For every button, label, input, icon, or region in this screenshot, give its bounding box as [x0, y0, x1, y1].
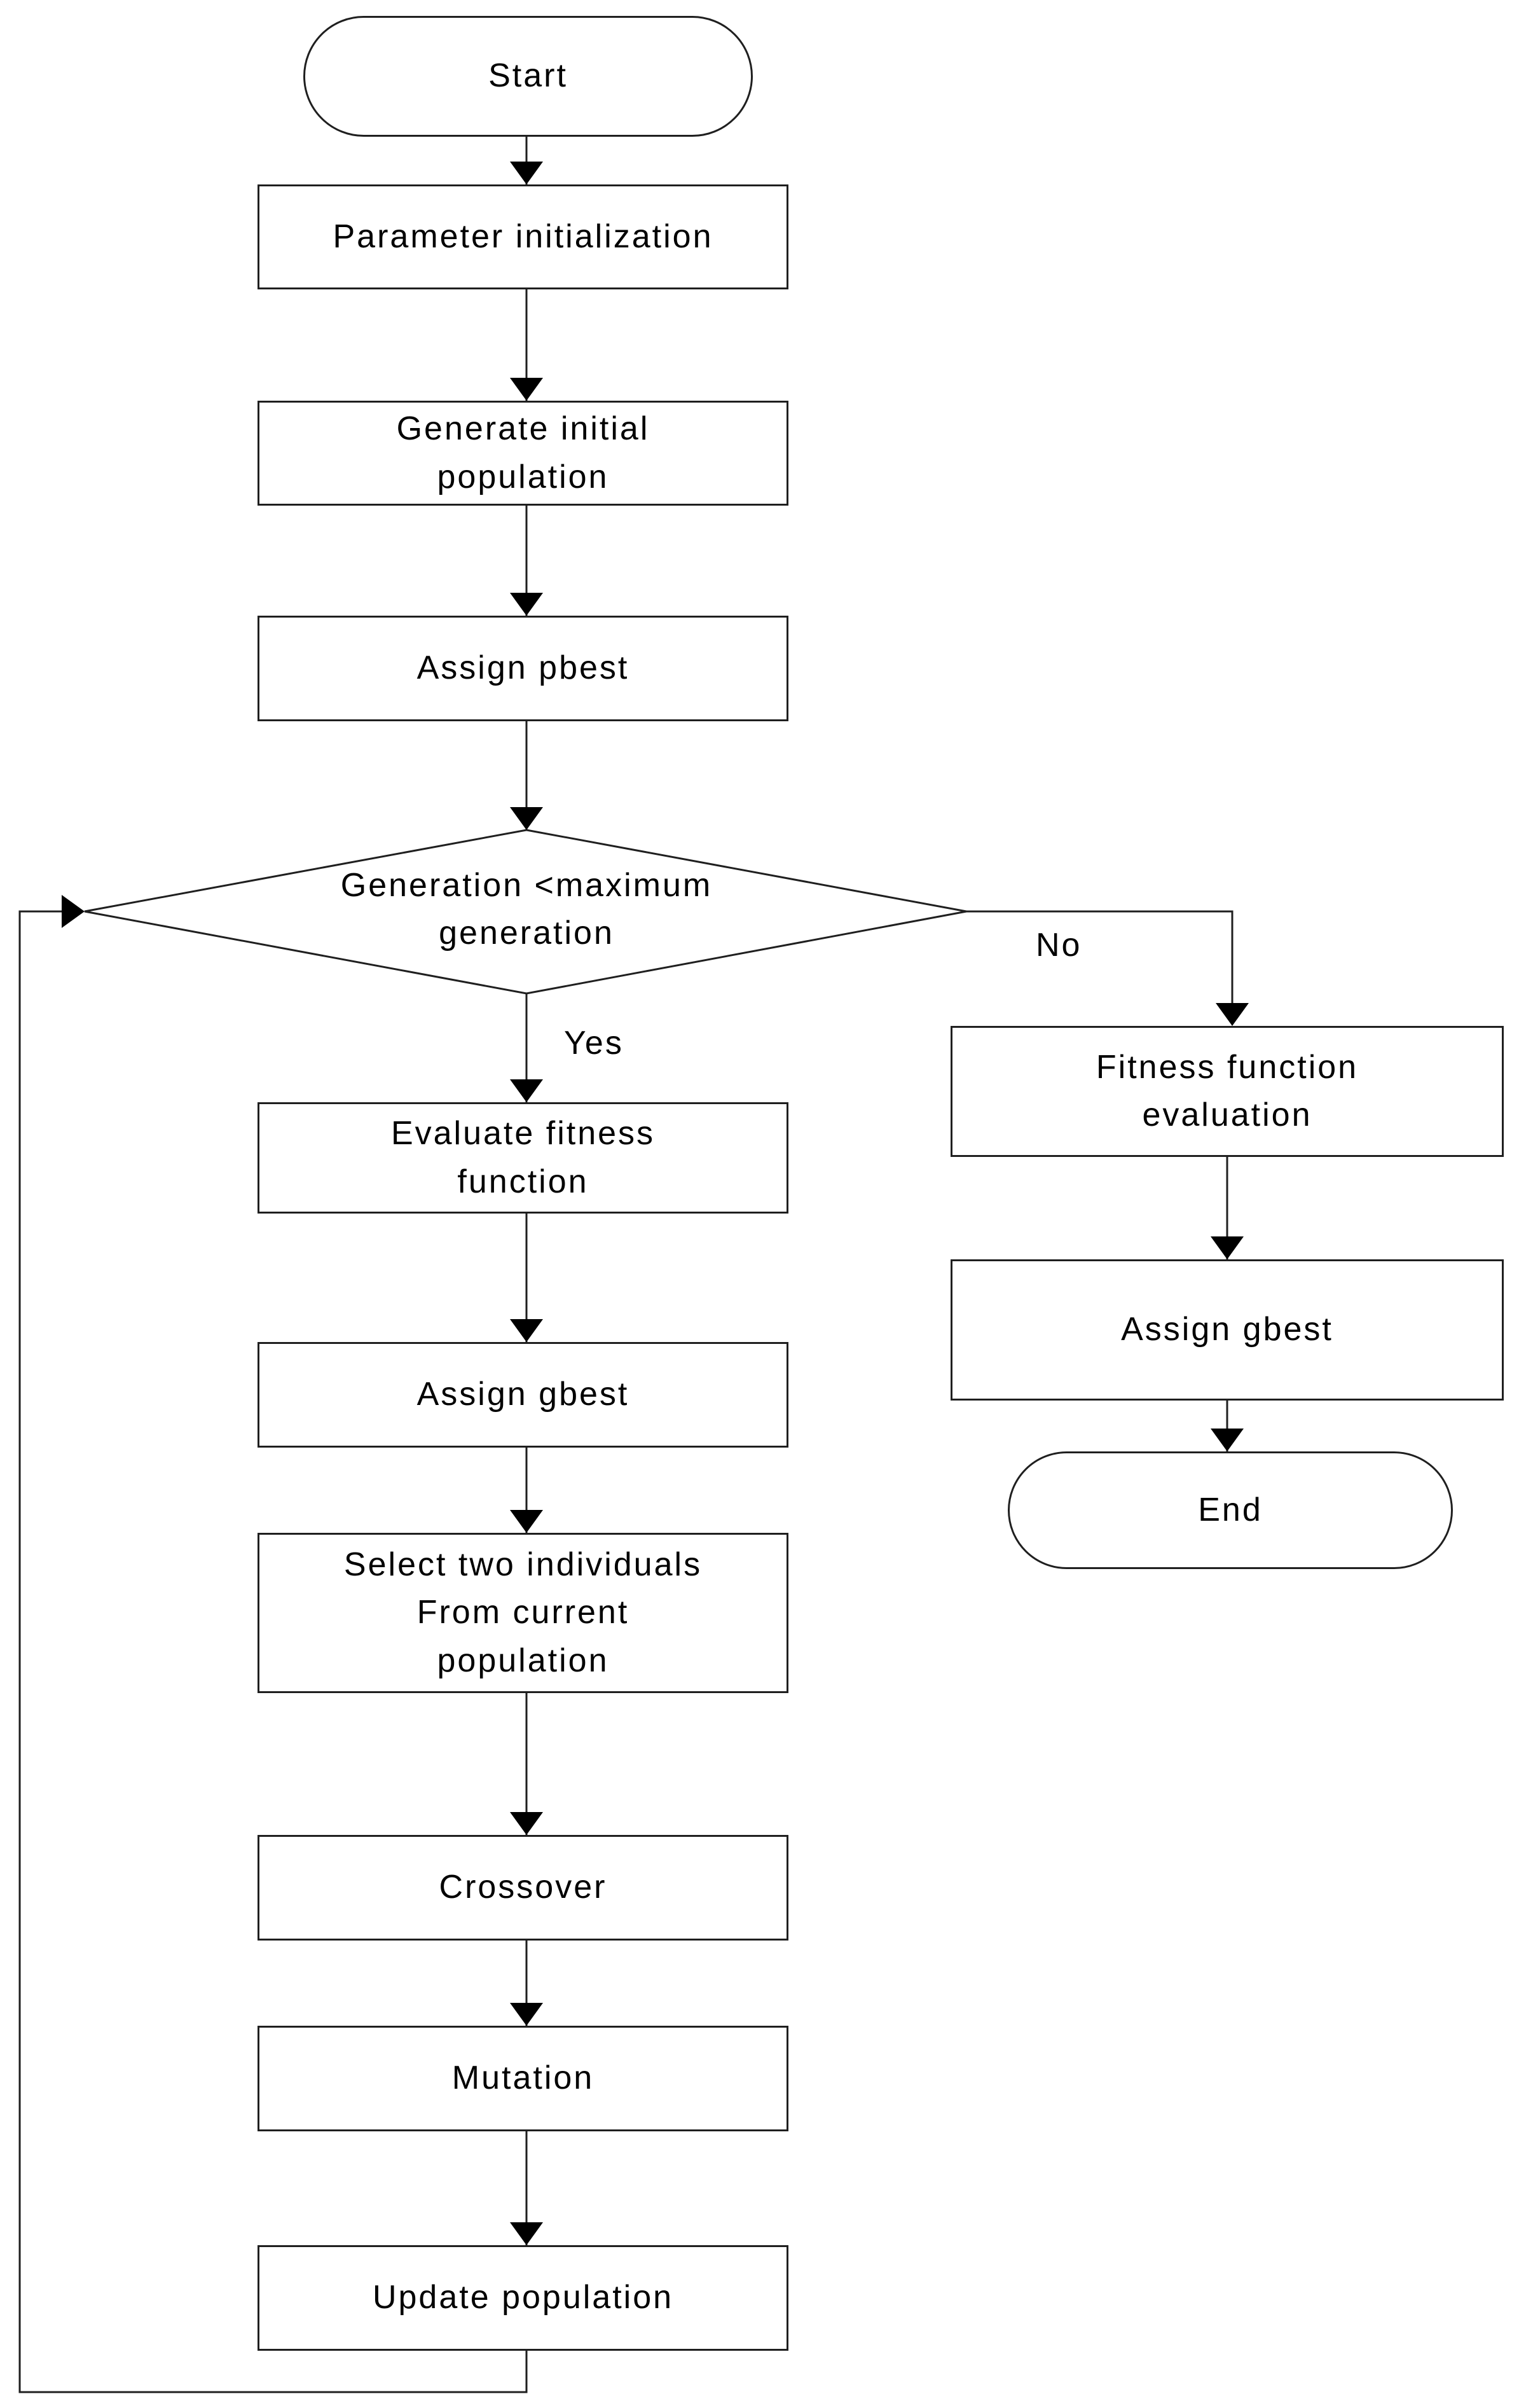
arrow-decision-no-to-fitness-evaluation: [966, 910, 1249, 1026]
parameter-initialization-label: Parameter initialization: [333, 218, 713, 255]
process-update-population: Update population: [258, 2245, 788, 2351]
arrow-fitness-evaluation-to-assign-gbest-final: [1211, 1157, 1244, 1259]
arrowhead-down-icon: [510, 378, 543, 401]
arrowhead-down-icon: [1216, 1003, 1249, 1026]
start-label: Start: [488, 57, 568, 95]
crossover-label: Crossover: [439, 1869, 607, 1906]
process-crossover: Crossover: [258, 1835, 788, 1941]
terminator-start: Start: [303, 16, 753, 137]
arrow-assign-gbest-final-to-end: [1211, 1401, 1244, 1451]
arrowhead-down-icon: [510, 2222, 543, 2245]
arrow-assign-gbest-to-select-two: [510, 1448, 543, 1533]
update-population-label: Update population: [372, 2279, 674, 2316]
process-select-two-individuals: Select two individuals From current popu…: [258, 1533, 788, 1693]
process-assign-gbest-final: Assign gbest: [951, 1259, 1504, 1401]
generate-initial-population-label: Generate initial population: [396, 410, 650, 495]
evaluate-fitness-function-label: Evaluate fitness function: [390, 1115, 656, 1200]
arrowhead-down-icon: [1211, 1236, 1244, 1259]
arrowhead-down-icon: [510, 1319, 543, 1342]
edge-label-no: No: [1036, 927, 1082, 964]
process-assign-gbest: Assign gbest: [258, 1342, 788, 1448]
arrow-select-two-to-crossover: [510, 1693, 543, 1835]
generation-check-label: Generation <maximum generation: [340, 866, 713, 951]
select-two-individuals-label: Select two individuals From current popu…: [343, 1546, 703, 1679]
arrowhead-down-icon: [510, 1079, 543, 1102]
arrowhead-right-icon: [62, 895, 85, 928]
arrowhead-down-icon: [510, 1510, 543, 1533]
arrow-loop-update-population-to-decision: [18, 895, 528, 2393]
arrow-evaluate-fitness-to-assign-gbest: [510, 1214, 543, 1342]
arrowhead-down-icon: [510, 1812, 543, 1835]
arrowhead-down-icon: [510, 2003, 543, 2026]
process-evaluate-fitness-function: Evaluate fitness function: [258, 1102, 788, 1214]
arrow-decision-yes-to-evaluate-fitness: [510, 993, 543, 1102]
arrowhead-down-icon: [510, 162, 543, 184]
terminator-end: End: [1008, 1451, 1453, 1569]
arrow-generate-population-to-assign-pbest: [510, 506, 543, 616]
assign-pbest-label: Assign pbest: [416, 649, 629, 687]
decision-generation-check: Generation <maximum generation: [209, 852, 844, 967]
arrow-mutation-to-update-population: [510, 2131, 543, 2245]
mutation-label: Mutation: [451, 2059, 595, 2097]
process-assign-pbest: Assign pbest: [258, 616, 788, 721]
assign-gbest-final-label: Assign gbest: [1121, 1311, 1333, 1348]
edge-label-yes: Yes: [564, 1025, 624, 1062]
end-label: End: [1198, 1491, 1263, 1528]
arrowhead-down-icon: [510, 807, 543, 830]
arrow-parameter-initialization-to-generate-population: [510, 289, 543, 401]
fitness-function-evaluation-label: Fitness function evaluation: [1096, 1048, 1359, 1133]
arrow-start-to-parameter-initialization: [510, 137, 543, 184]
arrowhead-down-icon: [1211, 1429, 1244, 1451]
arrow-crossover-to-mutation: [510, 1941, 543, 2026]
process-fitness-function-evaluation: Fitness function evaluation: [951, 1026, 1504, 1157]
arrowhead-down-icon: [510, 593, 543, 616]
assign-gbest-label: Assign gbest: [416, 1376, 629, 1413]
process-mutation: Mutation: [258, 2026, 788, 2131]
process-generate-initial-population: Generate initial population: [258, 401, 788, 506]
arrow-assign-pbest-to-decision: [510, 721, 543, 830]
process-parameter-initialization: Parameter initialization: [258, 184, 788, 289]
